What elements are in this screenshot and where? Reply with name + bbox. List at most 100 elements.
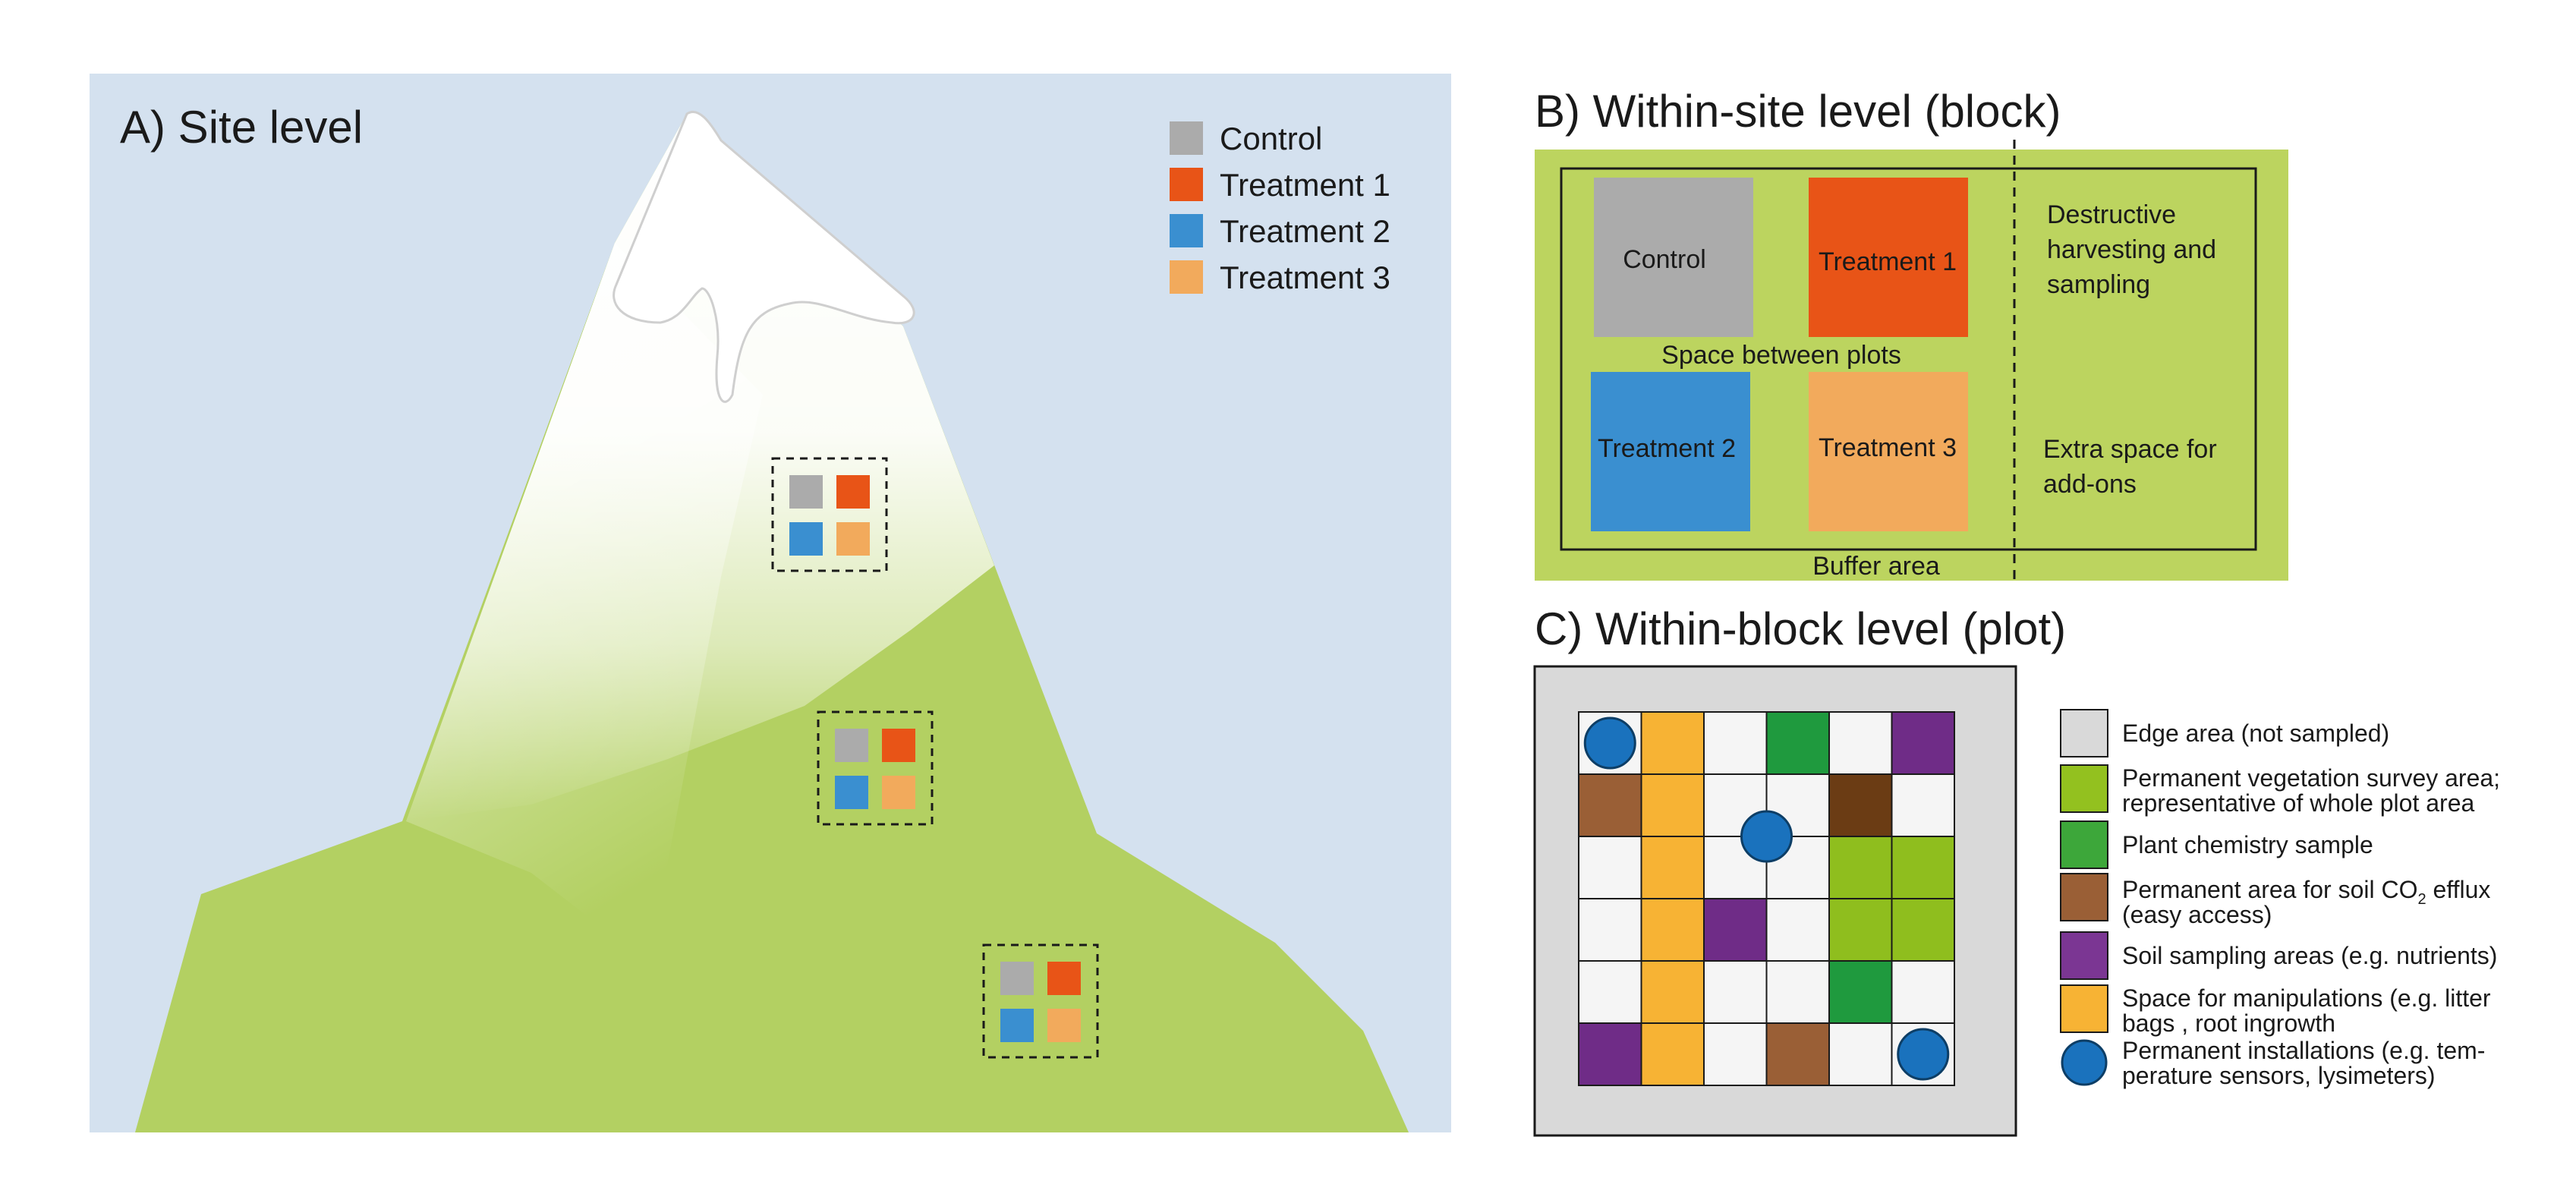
plot-legend-item: Edge area (not sampled) xyxy=(2060,709,2389,757)
plot-grid xyxy=(1578,711,1955,1086)
site-plot-treatment-2 xyxy=(1000,1009,1034,1042)
plot-cell-empty xyxy=(1765,898,1830,962)
plot-cell-veg xyxy=(1828,898,1893,962)
plot-cell-chem xyxy=(1828,960,1893,1024)
site-plot-treatment-3 xyxy=(882,776,915,809)
legend-text: Plant chemistry sample xyxy=(2122,831,2373,858)
site-plot-treatment-3 xyxy=(836,522,870,556)
plot-cell-empty xyxy=(1765,960,1830,1024)
site-plot-control xyxy=(835,729,868,762)
plot-cell-co2dark xyxy=(1828,773,1893,837)
plot-cell-manip xyxy=(1640,836,1705,899)
legend-swatch-treatment-1 xyxy=(1170,168,1203,201)
site-block-2 xyxy=(817,710,934,826)
installation-marker xyxy=(1740,810,1793,863)
site-plot-control xyxy=(1000,962,1034,995)
legend-swatch xyxy=(2060,820,2108,869)
site-plot-control xyxy=(789,475,823,509)
plot-cell-empty xyxy=(1828,1022,1893,1086)
plot-cell-chem xyxy=(1765,711,1830,775)
plot-legend-item: Soil sampling areas (e.g. nutrients) xyxy=(2060,931,2497,980)
installation-marker xyxy=(1583,717,1636,770)
panel-c-title: C) Within-block level (plot) xyxy=(1535,603,2066,654)
site-plot-treatment-1 xyxy=(882,729,915,762)
plot-cell-empty xyxy=(1891,960,1955,1024)
plot-cell-veg xyxy=(1828,836,1893,899)
legend-label-treatment-3: Treatment 3 xyxy=(1220,260,1390,295)
plot-legend-item: Permanent installations (e.g. tem-peratu… xyxy=(2061,1037,2485,1089)
plot-control-label: Control xyxy=(1623,245,1706,274)
legend-swatch-treatment-2 xyxy=(1170,214,1203,247)
legend-text: Permanent vegetation survey area; xyxy=(2122,764,2500,792)
plot-cell-manip xyxy=(1640,898,1705,962)
plot-cell-empty xyxy=(1578,960,1642,1024)
site-plot-treatment-1 xyxy=(836,475,870,509)
legend-swatch-control xyxy=(1170,121,1203,155)
legend-text: Permanent area for soil CO2 efflux xyxy=(2122,876,2490,908)
site-block-outline xyxy=(982,943,1099,1059)
legend-text: Permanent installations (e.g. tem- xyxy=(2122,1037,2485,1064)
legend-swatch xyxy=(2060,984,2108,1033)
plot-cell-empty xyxy=(1891,773,1955,837)
plot-treatment-1 xyxy=(1809,178,1968,337)
legend-swatch xyxy=(2060,873,2108,921)
plot-cell-veg xyxy=(1891,898,1955,962)
plot-cell-veg xyxy=(1891,836,1955,899)
site-plot-treatment-2 xyxy=(835,776,868,809)
space-between-label: Space between plots xyxy=(1661,341,1901,370)
site-block-3 xyxy=(982,943,1099,1059)
plot-legend-item: Space for manipulations (e.g. litterbags… xyxy=(2060,984,2491,1037)
destructive-label: Destructive harvesting and sampling xyxy=(2047,200,2224,299)
plot-cell-co2 xyxy=(1765,1022,1830,1086)
legend-text: representative of whole plot area xyxy=(2122,789,2474,817)
plot-cell-empty xyxy=(1703,1022,1768,1086)
panel-b: B) Within-site level (block) Control Tre… xyxy=(1535,86,2288,581)
plot-treatment-1-label: Treatment 1 xyxy=(1819,247,1957,276)
legend-text: bags , root ingrowth xyxy=(2122,1009,2335,1037)
legend-text: (easy access) xyxy=(2122,901,2272,928)
plot-treatment-3-label: Treatment 3 xyxy=(1819,433,1957,462)
extra-space-label: Extra space for add-ons xyxy=(2043,435,2224,499)
plot-cell-manip xyxy=(1640,960,1705,1024)
site-block-outline xyxy=(817,710,934,826)
legend-label-treatment-1: Treatment 1 xyxy=(1220,167,1390,203)
site-blocks xyxy=(771,457,1099,1059)
plot-cell-empty xyxy=(1703,960,1768,1024)
plot-treatment-2 xyxy=(1591,372,1750,531)
plot-cell-soilsamp xyxy=(1891,711,1955,775)
plot-cell-manip xyxy=(1640,773,1705,837)
site-plot-treatment-3 xyxy=(1047,1009,1081,1042)
panel-b-title: B) Within-site level (block) xyxy=(1535,86,2061,137)
plot-control xyxy=(1594,178,1753,337)
mountain-peak-snow xyxy=(613,111,915,403)
legend-swatch-treatment-3 xyxy=(1170,260,1203,294)
plot-legend-item: Plant chemistry sample xyxy=(2060,820,2373,869)
plot-cell-soilsamp xyxy=(1578,1022,1642,1086)
legend-swatch xyxy=(2060,709,2108,757)
plot-legend-item: Permanent vegetation survey area;represe… xyxy=(2060,764,2500,817)
installation-marker xyxy=(1897,1028,1950,1081)
site-plot-treatment-1 xyxy=(1047,962,1081,995)
legend-swatch xyxy=(2060,764,2108,813)
plot-legend-item: Permanent area for soil CO2 efflux(easy … xyxy=(2060,873,2490,928)
plot-cell-manip xyxy=(1640,711,1705,775)
legend-label-treatment-2: Treatment 2 xyxy=(1220,213,1390,249)
legend-label-control: Control xyxy=(1220,121,1322,156)
legend-text: Soil sampling areas (e.g. nutrients) xyxy=(2122,942,2497,969)
buffer-area-label: Buffer area xyxy=(1812,552,1940,581)
legend-text: Edge area (not sampled) xyxy=(2122,720,2389,747)
mountain-left-face xyxy=(406,243,763,964)
legend-text: perature sensors, lysimeters) xyxy=(2122,1062,2436,1089)
plot-cell-empty xyxy=(1578,898,1642,962)
plot-cell-soilsamp xyxy=(1703,898,1768,962)
panel-c: C) Within-block level (plot) Edge area (… xyxy=(1533,603,2500,1137)
plot-treatment-3 xyxy=(1809,372,1968,531)
block-inner-border xyxy=(1560,167,2257,551)
legend-text: Space for manipulations (e.g. litter xyxy=(2122,984,2491,1012)
plot-cell-co2 xyxy=(1578,773,1642,837)
site-plot-treatment-2 xyxy=(789,522,823,556)
legend-swatch xyxy=(2060,931,2108,980)
